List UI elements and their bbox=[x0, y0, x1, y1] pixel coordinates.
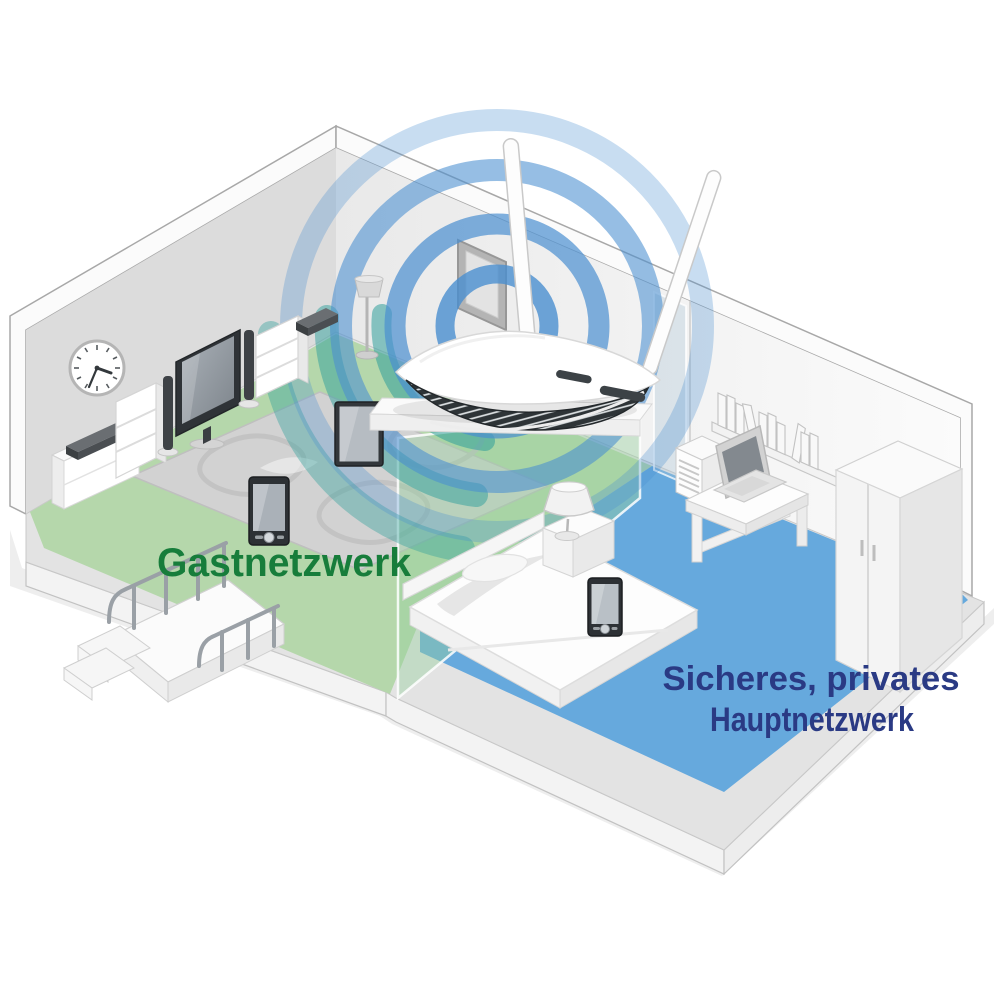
zone-labels: Gastnetzwerk Sicheres, privates Hauptnet… bbox=[157, 541, 960, 739]
smartphone-guest bbox=[248, 476, 290, 546]
main-network-label-line1: Sicheres, privates bbox=[663, 660, 960, 698]
wall-clock bbox=[68, 339, 126, 397]
speaker-column-left bbox=[157, 376, 179, 457]
laptop bbox=[712, 424, 788, 503]
speaker-column-right bbox=[238, 330, 260, 409]
guest-network-label: Gastnetzwerk bbox=[157, 541, 412, 585]
balcony bbox=[63, 541, 286, 704]
wardrobe bbox=[834, 440, 964, 694]
pc-vent-lines bbox=[678, 459, 700, 494]
clock-ticks bbox=[74, 345, 120, 391]
device-box-on-shelf bbox=[296, 308, 338, 328]
shelf-unit-with-device bbox=[254, 308, 338, 399]
smartphone-on-bed bbox=[587, 577, 623, 637]
wifi-router bbox=[369, 137, 722, 437]
router-grille-underline bbox=[429, 390, 645, 432]
laptop-touchpad bbox=[724, 476, 770, 496]
double-bed bbox=[402, 511, 699, 709]
tv-screen-glare bbox=[182, 353, 200, 424]
clock-hour-hand bbox=[95, 366, 113, 375]
left-wall bbox=[26, 148, 336, 514]
balcony-railing-right bbox=[197, 604, 280, 672]
router-body bbox=[394, 330, 662, 405]
clock-minute-hand bbox=[87, 366, 99, 389]
pillow bbox=[461, 553, 529, 583]
balcony-railing-left bbox=[107, 541, 228, 630]
sheet-edge bbox=[447, 628, 669, 652]
router-front-grille bbox=[405, 379, 650, 431]
main-network-label-line2: Hauptnetzwerk bbox=[710, 701, 914, 739]
router-side-vents bbox=[556, 370, 646, 402]
headboard bbox=[402, 511, 545, 601]
rug-highlight bbox=[260, 457, 318, 474]
living-room-furniture bbox=[50, 275, 384, 546]
floor-lamp bbox=[354, 275, 384, 360]
bedroom bbox=[402, 481, 699, 709]
router-top-highlight bbox=[419, 334, 546, 364]
entry-steps bbox=[63, 625, 151, 701]
office-area bbox=[674, 424, 964, 694]
bedside-lamp bbox=[543, 481, 595, 541]
balcony-platform-front-face bbox=[167, 623, 285, 703]
